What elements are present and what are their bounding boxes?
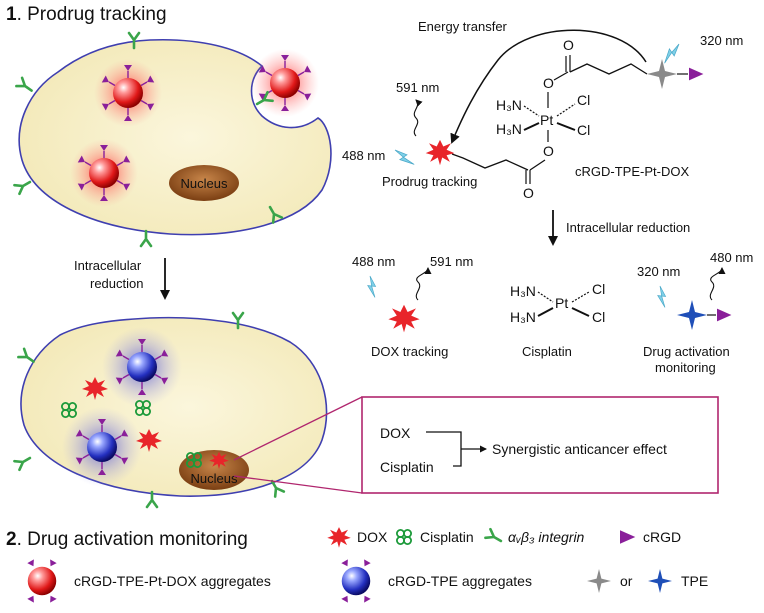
tpe-blue-icon (677, 300, 707, 330)
left-reduction-line2: reduction (90, 276, 143, 291)
legend-red-aggregate-icon (27, 559, 57, 603)
dox-starburst-icon (388, 304, 420, 333)
o-top-carbonyl: O (563, 37, 574, 53)
dox-starburst-icon (425, 139, 455, 166)
blue-aggregate-icon (101, 326, 183, 408)
legend-or-label: or (620, 573, 633, 589)
legend-dox-icon (327, 527, 351, 548)
legend-cisplatin-label: Cisplatin (420, 529, 474, 545)
cis-h3n-top: H₃N (510, 283, 536, 299)
product-tpe: 320 nm 480 nm Drug activation monitoring (637, 250, 753, 375)
bottom-cell: Nucleus (13, 311, 328, 509)
top-nucleus-label: Nucleus (181, 176, 228, 191)
synergy-dox: DOX (380, 425, 411, 441)
pt-center: Pt (540, 112, 553, 128)
cis-h3n-bottom: H₃N (510, 309, 536, 325)
cis-cl-bottom: Cl (592, 309, 605, 325)
cl-top: Cl (577, 92, 590, 108)
top-cell: Nucleus (13, 31, 332, 248)
tpe-wl-out: 480 nm (710, 250, 753, 265)
synergy-box: DOX Cisplatin Synergistic anticancer eff… (361, 396, 719, 494)
prodrug-tracking-label: Prodrug tracking (382, 174, 477, 189)
legend-dox-label: DOX (357, 529, 388, 545)
cis-cl-top: Cl (592, 281, 605, 297)
top-linker (569, 63, 648, 75)
o-top-ester: O (543, 75, 554, 91)
wl-591-top: 591 nm (396, 80, 439, 95)
dox-tracking-label: DOX tracking (371, 344, 448, 359)
compound-label: cRGD-TPE-Pt-DOX (575, 164, 689, 179)
legend-integrin-label: αᵥβ₃ integrin (508, 529, 585, 545)
bottom-nucleus-label: Nucleus (191, 471, 238, 486)
legend-crgd-label: cRGD (643, 529, 681, 545)
red-aggregate-icon (93, 58, 163, 128)
tpe-label-line2: monitoring (655, 360, 716, 375)
reduction-label: Intracellular reduction (566, 220, 690, 235)
red-aggregate-icon (250, 48, 320, 118)
integrin-icon (13, 176, 34, 196)
synergy-box-frame (361, 396, 719, 494)
light-bolt-icon (361, 275, 384, 298)
zoom-line (233, 396, 363, 461)
wl-320-top: 320 nm (700, 33, 743, 48)
synergy-cisplatin: Cisplatin (380, 459, 434, 475)
left-reduction-line1: Intracellular (74, 258, 142, 273)
integrin-icon (139, 229, 153, 248)
tpe-grey-icon (647, 59, 677, 89)
wl-488-top: 488 nm (342, 148, 385, 163)
dox-wl-in: 488 nm (352, 254, 395, 269)
legend-red-aggregate-label: cRGD-TPE-Pt-DOX aggregates (74, 573, 271, 589)
zoom-line (233, 475, 363, 494)
legend-tpe-label: TPE (681, 573, 708, 589)
legend-tpe-blue-icon (648, 569, 672, 593)
crgd-triangle-icon (689, 67, 704, 81)
red-aggregate-icon (69, 138, 139, 208)
o-bottom-carbonyl: O (523, 185, 534, 201)
product-dox: 488 nm 591 nm DOX tracking (352, 254, 473, 359)
section-1-heading: 1. Prodrug tracking (6, 4, 167, 25)
legend-cisplatin-icon (395, 529, 413, 545)
dox-wl-out: 591 nm (430, 254, 473, 269)
bottom-linker (451, 153, 529, 171)
light-bolt-icon (394, 149, 415, 165)
top-nucleus (169, 165, 239, 201)
integrin-icon (13, 452, 34, 472)
light-bolt-icon (664, 43, 680, 64)
o-bottom-ester: O (543, 143, 554, 159)
legend-blue-aggregate-label: cRGD-TPE aggregates (388, 573, 532, 589)
tpe-wl-in: 320 nm (637, 264, 680, 279)
blue-aggregate-icon (61, 406, 143, 488)
h3n-top: H₃N (496, 97, 522, 113)
cisplatin-label: Cisplatin (522, 344, 572, 359)
synergy-effect: Synergistic anticancer effect (492, 441, 667, 457)
tpe-label-line1: Drug activation (643, 344, 730, 359)
product-cisplatin: H₃N H₃N Pt Cl Cl Cisplatin (510, 281, 605, 359)
section-2-heading: 2. Drug activation monitoring (6, 529, 248, 550)
section-2-title: . Drug activation monitoring (17, 529, 248, 550)
section-1-title: . Prodrug tracking (17, 4, 167, 25)
energy-transfer-arrow (450, 29, 647, 144)
legend-integrin-icon (484, 527, 505, 547)
cis-pt: Pt (555, 295, 568, 311)
emission-wave-icon (413, 99, 423, 137)
legend-blue-aggregate-icon (341, 559, 371, 603)
legend-tpe-grey-icon (587, 569, 611, 593)
light-bolt-icon (651, 285, 674, 308)
legend: DOX Cisplatin αᵥβ₃ integrin cRGD cRGD-TP… (27, 527, 708, 603)
crgd-triangle-icon (717, 308, 732, 322)
section-2-number: 2 (6, 529, 17, 550)
legend-crgd-icon (620, 530, 636, 544)
prodrug-scheme: Energy transfer 320 nm O O H₃N H₃N Pt Cl… (342, 19, 743, 201)
section-1-number: 1 (6, 4, 17, 25)
emission-wave-icon (709, 267, 726, 301)
integrin-icon (15, 76, 36, 96)
energy-transfer-label: Energy transfer (418, 19, 508, 34)
h3n-bottom: H₃N (496, 121, 522, 137)
emission-wave-icon (415, 267, 432, 301)
cl-bottom: Cl (577, 122, 590, 138)
